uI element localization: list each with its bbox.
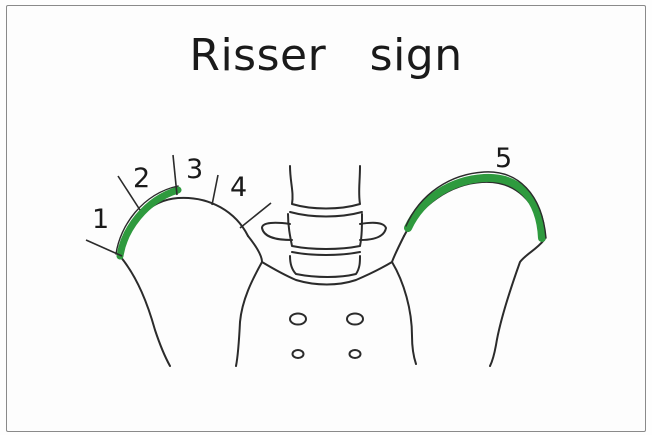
grade-label-1: 1 bbox=[92, 204, 109, 235]
grade-label-5: 5 bbox=[495, 143, 512, 174]
lumbosacral-joint bbox=[292, 252, 360, 255]
left-ilium-medial bbox=[236, 236, 262, 366]
right-ilium-medial bbox=[392, 236, 404, 262]
vertebra-upper bbox=[290, 166, 360, 209]
sacral-foramen-1 bbox=[290, 314, 306, 325]
grade-label-4: 4 bbox=[230, 172, 247, 203]
sacral-foramen-4 bbox=[350, 350, 361, 358]
grade-label-2: 2 bbox=[133, 163, 150, 194]
vertebra-lower bbox=[288, 214, 362, 249]
right-ilium-lateral bbox=[490, 240, 544, 366]
sacral-foramen-3 bbox=[293, 350, 304, 358]
left-ilium-lateral bbox=[120, 256, 170, 366]
left-iliac-crest bbox=[120, 198, 248, 256]
grade-tick-4 bbox=[212, 175, 218, 205]
left-transverse-process bbox=[262, 223, 292, 240]
vertebra-upper-lower-endplate bbox=[290, 212, 362, 217]
grade-label-3: 3 bbox=[186, 154, 203, 185]
vertebra-lowest bbox=[290, 256, 360, 277]
right-transverse-process bbox=[360, 223, 386, 240]
right-ossification-band bbox=[408, 178, 542, 238]
sacral-foramen-2 bbox=[347, 314, 363, 325]
